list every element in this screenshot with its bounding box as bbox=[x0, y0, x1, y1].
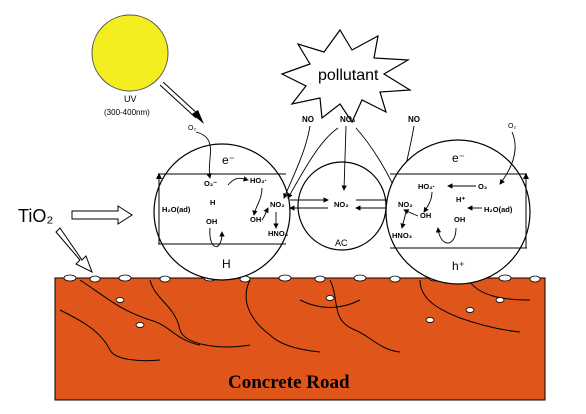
left-h-label: H bbox=[222, 257, 231, 271]
left-h2o: H₂O(ad) bbox=[162, 205, 191, 214]
pollutant-label: pollutant bbox=[318, 67, 379, 84]
left-tio2-particle bbox=[153, 143, 291, 281]
left-e-label: e⁻ bbox=[222, 153, 235, 167]
pollutant-burst-icon bbox=[280, 28, 412, 124]
right-oh: OH bbox=[454, 215, 465, 224]
right-oh-mid: OH bbox=[420, 211, 431, 220]
left-o2-minus: O₂⁻ bbox=[204, 179, 217, 188]
uv-label: UV bbox=[124, 94, 137, 104]
center-no2: NO₂ bbox=[334, 200, 349, 209]
left-no2: NO₂ bbox=[270, 200, 285, 209]
left-oh-mid: OH bbox=[250, 215, 261, 224]
right-o2-mid: O₂ bbox=[478, 182, 487, 191]
input-no2-mid: NO₂ bbox=[340, 115, 356, 124]
right-tio2-particle bbox=[385, 139, 531, 285]
ac-label: AC bbox=[335, 238, 348, 248]
left-reaction-arrows bbox=[195, 131, 279, 247]
sun-icon bbox=[91, 14, 169, 92]
right-ho2: HO₂· bbox=[418, 182, 435, 191]
right-no2: NO₂ bbox=[398, 200, 413, 209]
uv-range: (300-400nm) bbox=[104, 108, 150, 117]
concrete-road bbox=[54, 277, 546, 401]
tio2-label: TiO₂ bbox=[18, 206, 53, 226]
left-oh: OH bbox=[206, 217, 217, 226]
tio2-arrow-right bbox=[71, 205, 133, 225]
left-hno3: HNO₃ bbox=[268, 229, 289, 238]
uv-ray-arrow bbox=[159, 81, 204, 124]
right-e-label: e⁻ bbox=[452, 151, 465, 165]
right-h2o: H₂O(ad) bbox=[484, 205, 513, 214]
right-hno3: HNO₃ bbox=[392, 231, 413, 240]
tio2-arrow-down bbox=[55, 227, 93, 274]
left-h: H bbox=[210, 198, 215, 207]
left-o2-top: O₂ bbox=[188, 125, 196, 132]
right-h-plus: H⁺ bbox=[456, 195, 465, 204]
road-cracks bbox=[59, 279, 531, 362]
right-reaction-arrows bbox=[400, 131, 516, 244]
input-no-left: NO bbox=[302, 115, 314, 124]
right-h-label: h⁺ bbox=[452, 259, 465, 273]
right-o2-top: O₂ bbox=[508, 123, 516, 130]
left-ho2: HO₂· bbox=[250, 176, 267, 185]
road-label: Concrete Road bbox=[228, 372, 350, 393]
input-no-right: NO bbox=[408, 115, 420, 124]
